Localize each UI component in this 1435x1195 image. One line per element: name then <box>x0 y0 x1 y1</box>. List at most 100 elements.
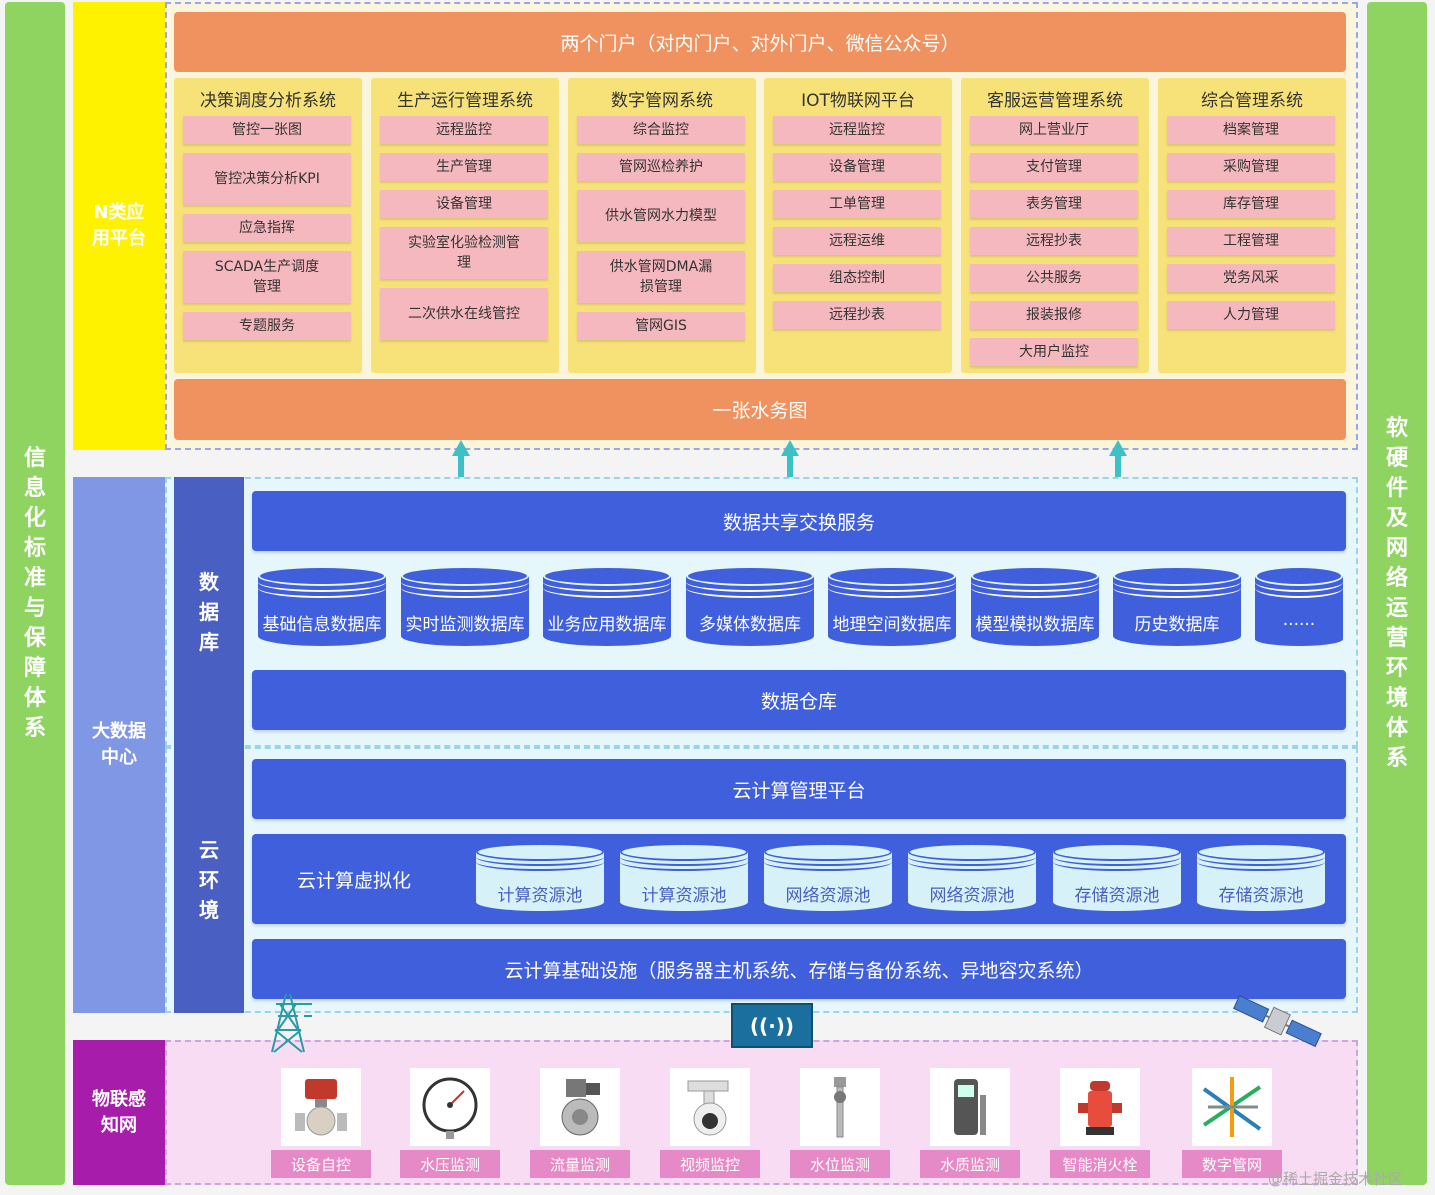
pool-name: 计算资源池 <box>641 886 727 906</box>
water-map-text: 一张水务图 <box>712 400 808 422</box>
system-item[interactable]: 工单管理 <box>773 190 941 218</box>
device-caption: 水质监测 <box>920 1150 1020 1178</box>
system-item[interactable]: SCADA生产调度管理 <box>183 251 351 303</box>
resource-pool: 计算资源池 <box>620 843 748 915</box>
right-environment-bar: 软硬件及网络运营环境体系 <box>1367 2 1427 1185</box>
system-item[interactable]: 设备管理 <box>380 190 548 218</box>
pool-top <box>620 843 748 861</box>
database-label-char: 据 <box>199 600 219 624</box>
database-cylinder: 业务应用数据库 <box>543 566 671 654</box>
database-name: 业务应用数据库 <box>547 615 667 635</box>
database-name: ...... <box>1282 610 1316 630</box>
system-item[interactable]: 管网巡检养护 <box>577 153 745 181</box>
system-column-title: 数字管网系统 <box>611 91 713 111</box>
pool-ring <box>764 853 892 871</box>
device-caption: 水压监测 <box>400 1150 500 1178</box>
up-arrow-1 <box>452 440 470 492</box>
right-bar-char: 体 <box>1385 715 1408 741</box>
system-column: IOT物联网平台远程监控设备管理工单管理远程运维组态控制远程抄表 <box>764 78 952 373</box>
right-bar-char: 运 <box>1385 595 1408 621</box>
device-image-icon <box>540 1068 620 1146</box>
pool-name: 存储资源池 <box>1074 886 1160 906</box>
cylinder-ring <box>1113 578 1241 598</box>
pool-ring <box>1197 853 1325 871</box>
database-cylinder: 多媒体数据库 <box>686 566 814 654</box>
system-item[interactable]: 远程监控 <box>773 116 941 144</box>
system-item[interactable]: 人力管理 <box>1167 301 1335 329</box>
system-item[interactable]: 表务管理 <box>970 190 1138 218</box>
system-item[interactable]: 组态控制 <box>773 264 941 292</box>
system-item[interactable]: 二次供水在线管控 <box>380 288 548 340</box>
database-name: 地理空间数据库 <box>832 615 952 635</box>
pool-top <box>908 843 1036 861</box>
system-item[interactable]: 库存管理 <box>1167 190 1335 218</box>
left-bar-char: 标 <box>23 535 46 561</box>
system-item[interactable]: 应急指挥 <box>183 214 351 242</box>
cylinder-ring <box>1255 578 1343 598</box>
system-item[interactable]: 供水管网DMA漏损管理 <box>577 251 745 303</box>
right-bar-char: 网 <box>1385 535 1408 561</box>
system-item[interactable]: 工程管理 <box>1167 227 1335 255</box>
system-item[interactable]: 网上营业厅 <box>970 116 1138 144</box>
system-item[interactable]: 实验室化验检测管理 <box>380 227 548 279</box>
database-cylinder: 地理空间数据库 <box>828 566 956 654</box>
cylinder-top <box>401 566 529 586</box>
right-bar-char: 软 <box>1385 415 1408 441</box>
device-image-icon <box>1060 1068 1140 1146</box>
database-name: 基础信息数据库 <box>262 615 382 635</box>
pool-name: 计算资源池 <box>497 886 583 906</box>
cylinder-ring <box>401 578 529 598</box>
n-platform-label-text: N类应用平台 <box>92 202 146 249</box>
left-standards-bar: 信息化标准与保障体系 <box>5 2 65 1185</box>
right-bar-char: 及 <box>1385 505 1408 531</box>
database-cylinder: 模型模拟数据库 <box>971 566 1099 654</box>
system-item[interactable]: 管控一张图 <box>183 116 351 144</box>
system-item[interactable]: 档案管理 <box>1167 116 1335 144</box>
cylinder-top <box>258 566 386 586</box>
resource-pool: 计算资源池 <box>476 843 604 915</box>
system-column-title: 决策调度分析系统 <box>200 91 336 111</box>
database-cylinder: 基础信息数据库 <box>258 566 386 654</box>
system-column-title: 客服运营管理系统 <box>987 91 1123 111</box>
system-item[interactable]: 专题服务 <box>183 312 351 340</box>
system-item[interactable]: 综合监控 <box>577 116 745 144</box>
system-item[interactable]: 远程监控 <box>380 116 548 144</box>
left-bar-char: 化 <box>23 505 46 531</box>
cloud-label-char: 环 <box>199 868 219 892</box>
cylinder-top <box>1255 566 1343 586</box>
system-item[interactable]: 公共服务 <box>970 264 1138 292</box>
left-bar-char: 息 <box>23 475 46 501</box>
system-item[interactable]: 管控决策分析KPI <box>183 153 351 205</box>
device-caption: 视频监控 <box>660 1150 760 1178</box>
system-item[interactable]: 生产管理 <box>380 153 548 181</box>
system-column-title: 生产运行管理系统 <box>397 91 533 111</box>
database-label: 数据库 <box>174 477 244 747</box>
right-bar-char: 络 <box>1385 565 1408 591</box>
system-item[interactable]: 远程抄表 <box>773 301 941 329</box>
n-platform-label: N类应用平台 <box>73 2 165 450</box>
device-image-icon <box>281 1068 361 1146</box>
system-item[interactable]: 报装报修 <box>970 301 1138 329</box>
cloud-label-char: 境 <box>199 898 219 922</box>
system-item[interactable]: 管网GIS <box>577 312 745 340</box>
system-item[interactable]: 大用户监控 <box>970 338 1138 366</box>
portal-text: 两个门户（对内门户、对外门户、微信公众号） <box>560 32 960 55</box>
cylinder-ring <box>971 578 1099 598</box>
iot-label: 物联感知网 <box>73 1040 165 1185</box>
left-bar-char: 信 <box>23 445 46 471</box>
database-cylinder: 实时监测数据库 <box>401 566 529 654</box>
system-item[interactable]: 远程运维 <box>773 227 941 255</box>
system-item[interactable]: 党务风采 <box>1167 264 1335 292</box>
pool-ring <box>620 853 748 871</box>
system-column: 生产运行管理系统远程监控生产管理设备管理实验室化验检测管理二次供水在线管控 <box>371 78 559 373</box>
system-item[interactable]: 设备管理 <box>773 153 941 181</box>
left-bar-char: 系 <box>23 715 46 741</box>
system-item[interactable]: 供水管网水力模型 <box>577 190 745 242</box>
left-bar-char: 与 <box>23 595 46 621</box>
system-item[interactable]: 远程抄表 <box>970 227 1138 255</box>
cylinder-ring <box>828 578 956 598</box>
system-item[interactable]: 支付管理 <box>970 153 1138 181</box>
system-item[interactable]: 采购管理 <box>1167 153 1335 181</box>
right-bar-char: 环 <box>1385 655 1408 681</box>
cloud-management-text: 云计算管理平台 <box>732 779 866 802</box>
